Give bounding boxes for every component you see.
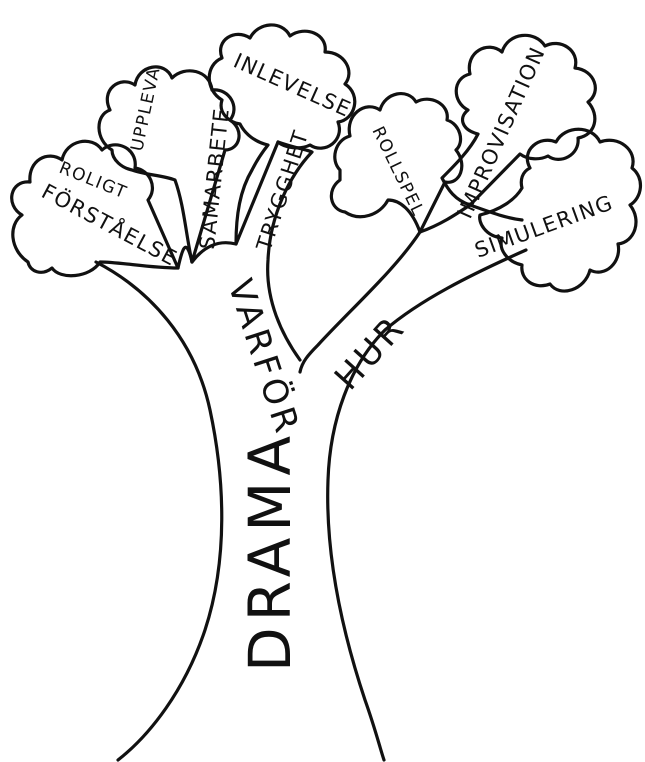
trunk-right-outline [328,250,526,760]
label-simulering: SIMULERING [472,190,617,262]
label-samarbete: SAMARBETE [195,106,234,250]
label-improvisation: IMPROVISATION [453,43,550,222]
label-inlevelse: INLEVELSE [230,49,355,122]
label-rollspel: ROLLSPEL [368,123,429,219]
label-uppleva: UPPLEVA [127,65,164,153]
label-varfor: VARFÖR [219,274,308,441]
label-drama: DRAMA [236,430,304,672]
trunk-left-outline [96,262,222,760]
